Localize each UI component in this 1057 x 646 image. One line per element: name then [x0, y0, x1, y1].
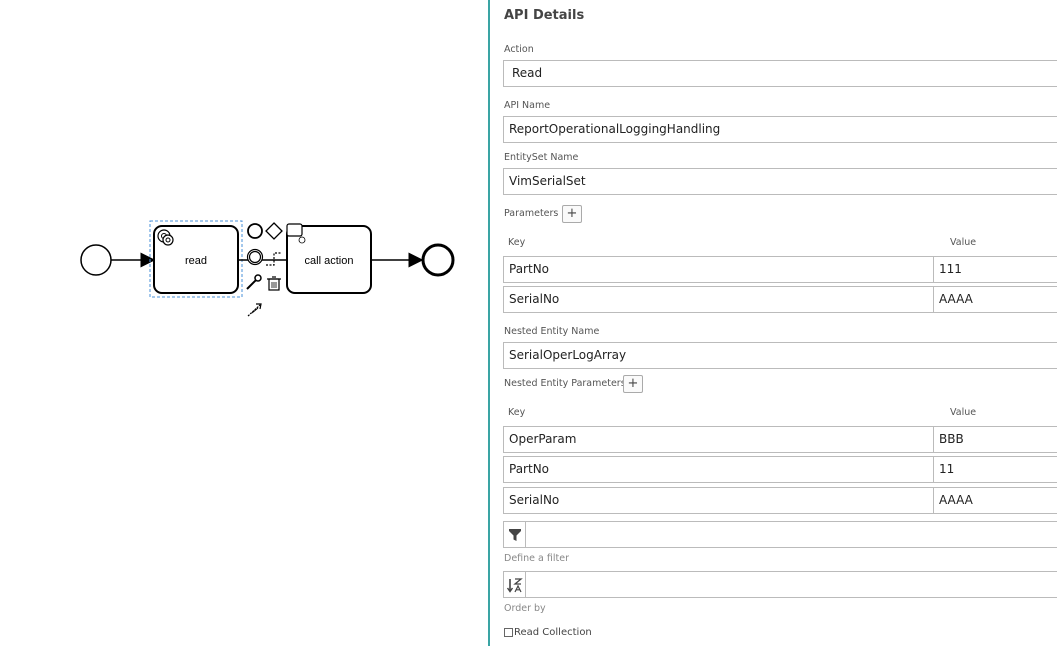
filter-caption: Define a filter	[504, 553, 569, 564]
parameter-value-input[interactable]: 111	[933, 256, 1057, 283]
nested-value-header: Value	[950, 407, 977, 418]
parameter-row: PartNo 111	[503, 256, 1057, 283]
selection-outline	[149, 220, 243, 298]
filter-icon	[504, 522, 526, 547]
order-by-input[interactable]	[503, 571, 1057, 598]
action-select[interactable]: Read	[503, 60, 1057, 87]
nested-entity-label: Nested Entity Name	[504, 326, 600, 337]
action-label: Action	[504, 44, 534, 55]
start-event[interactable]	[80, 244, 112, 276]
entity-set-label: EntitySet Name	[504, 152, 579, 163]
nested-value-input[interactable]: AAAA	[933, 487, 1057, 514]
nested-entity-input[interactable]: SerialOperLogArray	[503, 342, 1057, 369]
trash-icon[interactable]	[267, 276, 281, 291]
nested-key-input[interactable]: PartNo	[503, 456, 934, 483]
nested-parameter-row: OperParam BBB	[503, 426, 1057, 453]
filter-input[interactable]	[503, 521, 1057, 548]
nested-parameter-row: PartNo 11	[503, 456, 1057, 483]
diagram-svg: read call action	[80, 220, 455, 317]
append-gateway-icon[interactable]	[265, 222, 283, 240]
entity-set-input[interactable]: VimSerialSet	[503, 168, 1057, 195]
task-read-label: read	[185, 255, 207, 267]
order-by-caption: Order by	[504, 603, 546, 614]
parameters-key-header: Key	[508, 237, 526, 248]
context-pad	[246, 222, 306, 317]
connect-arrow-icon[interactable]	[247, 303, 262, 317]
append-intermediate-event-icon[interactable]	[246, 248, 264, 266]
nested-params-label: Nested Entity Parameters	[504, 378, 626, 389]
append-end-event-icon[interactable]	[247, 223, 263, 239]
read-collection-label: Read Collection	[514, 627, 592, 638]
parameter-key-input[interactable]: PartNo	[503, 256, 934, 283]
read-collection-checkbox[interactable]	[504, 628, 513, 637]
nested-key-input[interactable]: OperParam	[503, 426, 934, 453]
wrench-icon[interactable]	[246, 274, 262, 290]
api-name-label: API Name	[504, 100, 551, 111]
nested-key-input[interactable]: SerialNo	[503, 487, 934, 514]
parameter-row: SerialNo AAAA	[503, 286, 1057, 313]
sort-z-a-icon	[504, 572, 526, 597]
panel-title: API Details	[504, 8, 585, 23]
bpmn-canvas[interactable]: read call action	[0, 0, 488, 646]
parameters-value-header: Value	[950, 237, 977, 248]
connect-icon[interactable]	[266, 252, 282, 266]
parameter-value-input[interactable]: AAAA	[933, 286, 1057, 313]
api-name-input[interactable]: ReportOperationalLoggingHandling	[503, 116, 1057, 143]
nested-parameter-row: SerialNo AAAA	[503, 487, 1057, 514]
nested-value-input[interactable]: 11	[933, 456, 1057, 483]
parameters-label: Parameters	[504, 208, 559, 219]
parameter-key-input[interactable]: SerialNo	[503, 286, 934, 313]
nested-value-input[interactable]: BBB	[933, 426, 1057, 453]
append-task-icon[interactable]	[286, 223, 306, 244]
task-call-action-label: call action	[305, 255, 354, 267]
service-task-gear-icon	[157, 229, 174, 246]
nested-key-header: Key	[508, 407, 526, 418]
end-event[interactable]	[421, 243, 455, 277]
add-parameter-button[interactable]: +	[562, 205, 582, 223]
add-nested-parameter-button[interactable]: +	[623, 375, 643, 393]
properties-panel: API Details Action Read API Name ReportO…	[488, 0, 1057, 646]
